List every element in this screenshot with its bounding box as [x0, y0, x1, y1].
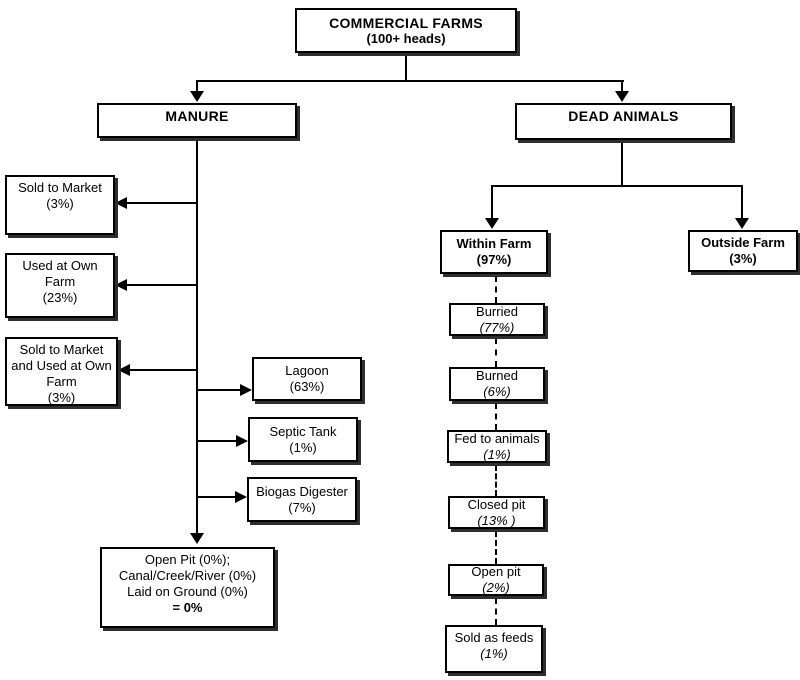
node-fed-to-animals-label: Fed to animals — [454, 430, 540, 446]
node-burried-pct: (77%) — [479, 319, 515, 335]
node-sold-as-feeds-pct: (1%) — [480, 646, 508, 661]
connector-dead-branch — [491, 185, 743, 187]
node-fed-to-animals-pct: (1%) — [483, 446, 511, 462]
node-septic-tank: Septic Tank (1%) — [248, 417, 358, 462]
node-closed-pit-label: Closed pit — [467, 496, 526, 512]
node-sold-as-feeds: Sold as feeds (1%) — [445, 625, 543, 673]
node-biogas-digester-label: Biogas Digester — [256, 483, 348, 499]
node-sold-and-used-line2: and Used at Own — [11, 358, 112, 373]
arrowhead-sold-market — [115, 197, 127, 209]
node-sold-to-market-line2: (3%) — [46, 196, 74, 211]
node-sold-and-used: Sold to Market and Used at Own Farm (3%) — [5, 337, 118, 406]
node-burned: Burned (6%) — [449, 367, 545, 401]
node-open-pit-label: Open pit — [471, 564, 521, 579]
node-septic-tank-label: Septic Tank — [269, 423, 337, 439]
node-open-pit-pct: (2%) — [482, 580, 510, 595]
node-closed-pit-pct: (13% ) — [477, 512, 516, 528]
connector-dead-stem — [621, 140, 623, 185]
node-burried: Burried (77%) — [449, 303, 545, 336]
dashed-within-burried — [495, 276, 497, 303]
node-open-pit: Open pit (2%) — [448, 564, 544, 596]
node-terminal-line2: Canal/Creek/River (0%) — [118, 568, 257, 583]
connector-manure-trunk — [196, 138, 198, 534]
connector-root-stem — [405, 53, 407, 80]
node-outside-farm: Outside Farm (3%) — [688, 230, 798, 272]
arrowhead-into-manure — [190, 91, 204, 102]
arrowhead-into-terminal — [190, 533, 204, 544]
node-terminal-total: = 0% — [172, 600, 203, 615]
node-commercial-farms-subtitle: (100+ heads) — [366, 30, 446, 46]
node-closed-pit: Closed pit (13% ) — [448, 496, 545, 529]
node-sold-and-used-line3: Farm — [46, 374, 77, 389]
dashed-burned-fed — [495, 403, 497, 430]
node-septic-tank-pct: (1%) — [289, 439, 317, 455]
node-used-at-own-farm: Used at Own Farm (23%) — [5, 253, 115, 318]
connector-lagoon — [198, 389, 240, 391]
dashed-open-sold — [495, 598, 497, 625]
arrowhead-into-dead-animals — [615, 91, 629, 102]
node-lagoon-label: Lagoon — [285, 363, 329, 378]
node-biogas-digester: Biogas Digester (7%) — [247, 477, 357, 522]
arrowhead-sold-used — [118, 364, 130, 376]
arrowhead-into-within — [485, 218, 499, 229]
arrowhead-biogas — [235, 491, 247, 503]
node-used-at-own-farm-line1: Used at Own — [22, 258, 98, 273]
connector-to-dead-animals — [621, 80, 623, 92]
connector-sold-used — [130, 369, 197, 371]
node-manure: MANURE — [97, 103, 297, 138]
node-commercial-farms: COMMERCIAL FARMS (100+ heads) — [295, 8, 517, 53]
node-fed-to-animals: Fed to animals (1%) — [447, 430, 547, 463]
node-within-farm-label: Within Farm — [456, 236, 532, 251]
node-sold-to-market: Sold to Market (3%) — [5, 175, 115, 235]
connector-to-within — [491, 185, 493, 219]
connector-septic — [198, 440, 236, 442]
node-open-pit-terminal: Open Pit (0%); Canal/Creek/River (0%) La… — [100, 547, 275, 628]
node-manure-label: MANURE — [165, 108, 229, 124]
connector-sold-market — [127, 202, 197, 204]
dashed-fed-closed — [495, 465, 497, 496]
node-used-at-own-farm-line3: (23%) — [42, 290, 78, 305]
connector-used-own — [127, 284, 197, 286]
node-burned-label: Burned — [476, 368, 518, 383]
node-commercial-farms-title: COMMERCIAL FARMS — [329, 14, 483, 31]
arrowhead-used-own — [115, 279, 127, 291]
node-sold-and-used-line4: (3%) — [47, 390, 76, 405]
arrowhead-septic — [236, 435, 248, 447]
node-lagoon: Lagoon (63%) — [252, 357, 362, 401]
dashed-burried-burned — [495, 338, 497, 367]
node-dead-animals-label: DEAD ANIMALS — [568, 108, 679, 124]
node-burned-pct: (6%) — [483, 384, 511, 399]
node-lagoon-pct: (63%) — [289, 379, 325, 394]
node-dead-animals: DEAD ANIMALS — [515, 103, 732, 140]
dashed-closed-open — [495, 531, 497, 564]
connector-to-manure — [196, 80, 198, 92]
node-burried-label: Burried — [476, 303, 518, 319]
node-used-at-own-farm-line2: Farm — [44, 274, 76, 289]
node-sold-and-used-line1: Sold to Market — [19, 342, 104, 357]
connector-root-branch — [196, 80, 624, 82]
node-within-farm: Within Farm (97%) — [440, 230, 548, 274]
node-outside-farm-pct: (3%) — [729, 251, 757, 266]
node-within-farm-pct: (97%) — [476, 252, 512, 267]
node-biogas-digester-pct: (7%) — [288, 499, 316, 515]
node-terminal-line1: Open Pit (0%); — [144, 552, 231, 567]
connector-biogas — [198, 496, 235, 498]
arrowhead-into-outside — [735, 218, 749, 229]
connector-to-outside — [741, 185, 743, 219]
node-terminal-line3: Laid on Ground (0%) — [127, 584, 248, 599]
node-sold-to-market-line1: Sold to Market — [18, 180, 102, 195]
node-sold-as-feeds-label: Sold as feeds — [454, 630, 534, 645]
node-outside-farm-label: Outside Farm — [701, 235, 785, 250]
arrowhead-lagoon — [240, 384, 252, 396]
